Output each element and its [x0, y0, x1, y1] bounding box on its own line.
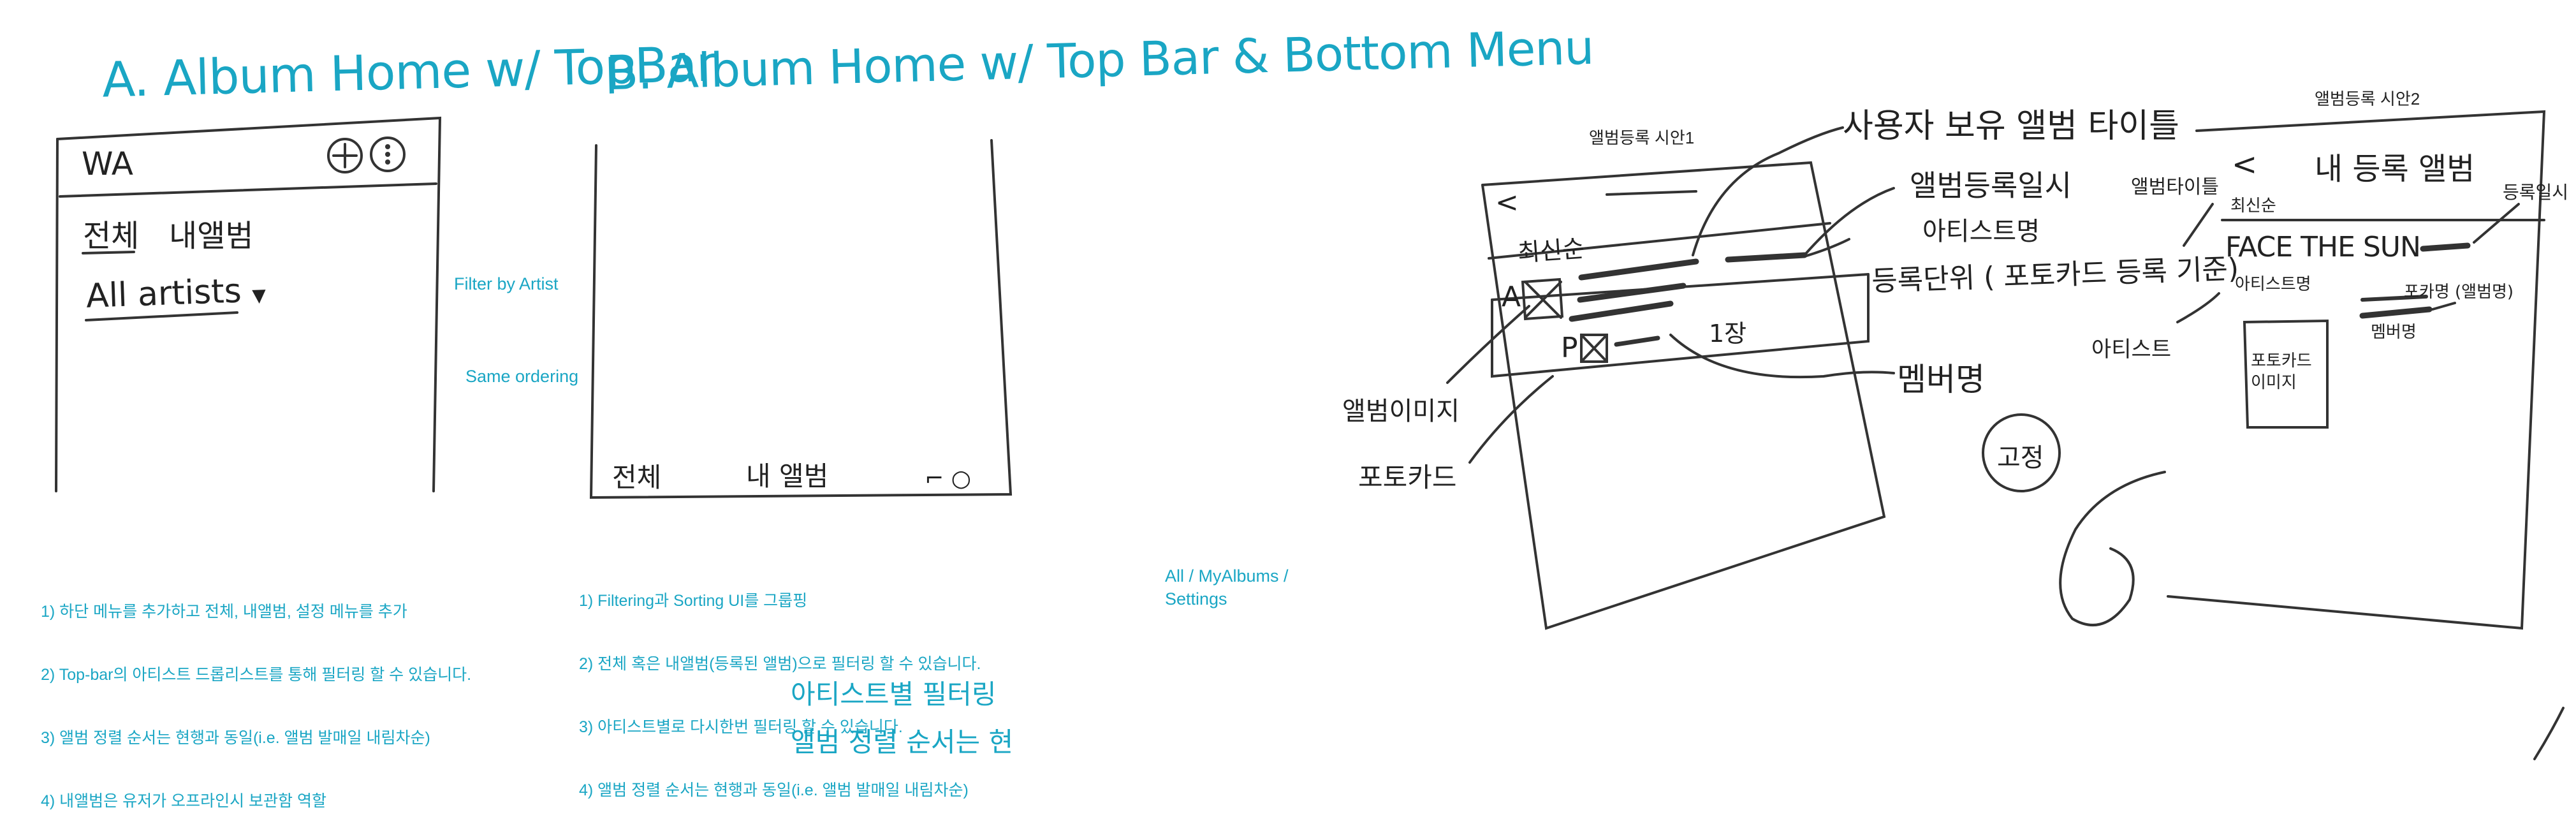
v2-back-icon[interactable]: < — [2232, 147, 2258, 182]
handwritten-note-1: 아티스트별 필터링 — [791, 679, 997, 710]
v2-phone-frame — [2167, 110, 2546, 630]
plus-icon[interactable] — [325, 135, 363, 173]
notes-a: 1) 하단 메뉴를 추가하고 전체, 내앨범, 설정 메뉴를 추가 2) Top… — [41, 603, 472, 810]
v2-photocard-name: 포카명 (앨범명) — [2404, 283, 2514, 302]
v1-back-icon[interactable]: < — [1495, 186, 1519, 219]
v2-photocard-image: 포토카드 이미지 — [2251, 351, 2312, 392]
v2-artist-side-label: 아티스트 — [2091, 337, 2172, 362]
b-bottom-menu-myalbum[interactable]: 내 앨범 — [746, 461, 829, 492]
v1-callout-image: 앨범이미지 — [1342, 397, 1460, 426]
v2-artist-name: 아티스트명 — [2235, 274, 2311, 293]
v2-album-name: FACE THE SUN — [2225, 231, 2421, 263]
a-topbar-divider — [59, 182, 437, 198]
v1-callout-member: 멤버명 — [1897, 361, 1985, 398]
variant1-label: 앨범등록 시안1 — [1589, 128, 1695, 147]
more-icon[interactable] — [369, 135, 407, 173]
v1-sort[interactable]: 최신순 — [1516, 234, 1586, 267]
a-artist-dropdown-label: All artists — [85, 272, 242, 316]
v1-callout-artist: 아티스트명 — [1922, 217, 2040, 246]
a-artist-dropdown[interactable]: All artists ▼ — [85, 271, 267, 316]
v1-a-mark: A — [1502, 281, 1521, 313]
sketch-lines — [55, 110, 2565, 760]
v2-header: 내 등록 앨범 — [2315, 151, 2475, 187]
v1-circle-label: 고정 — [1997, 443, 2044, 473]
b-bottom-menu-all[interactable]: 전체 — [612, 462, 662, 493]
v1-phone-frame — [1481, 161, 1886, 630]
filter-by-artist-note: Filter by Artist — [454, 274, 559, 293]
a-topbar-logo: WA — [82, 145, 133, 182]
v2-sort[interactable]: 최신순 — [2230, 196, 2276, 215]
v1-p-mark: P — [1561, 332, 1578, 364]
bottom-menu-note: All / MyAlbums / Settings — [1165, 566, 1289, 608]
v2-album-title-label: 앨범타이틀 — [2131, 176, 2219, 198]
variant2-label: 앨범등록 시안2 — [2315, 89, 2420, 108]
v2-reg-date-label: 등록일시 — [2503, 182, 2569, 203]
same-ordering-note: Same ordering — [465, 367, 579, 386]
v1-callout-date: 앨범등록일시 — [1910, 168, 2072, 203]
chevron-down-icon: ▼ — [251, 284, 267, 306]
a-phone-frame-top — [56, 116, 442, 492]
v1-callout-title: 사용자 보유 앨범 타이틀 — [1843, 107, 2179, 145]
v1-count: 1장 — [1709, 320, 1747, 348]
handwritten-note-2: 앨범 정렬 순서는 현 — [791, 726, 1014, 758]
b-bottom-menu-settings[interactable]: ⌐ ○ — [925, 466, 972, 492]
v2-member-name: 멤버명 — [2371, 322, 2417, 341]
a-tab-all[interactable]: 전체 — [83, 218, 140, 254]
a-tab-myalbum[interactable]: 내앨범 — [169, 218, 254, 254]
v1-callout-photocard: 포토카드 — [1358, 462, 1457, 493]
